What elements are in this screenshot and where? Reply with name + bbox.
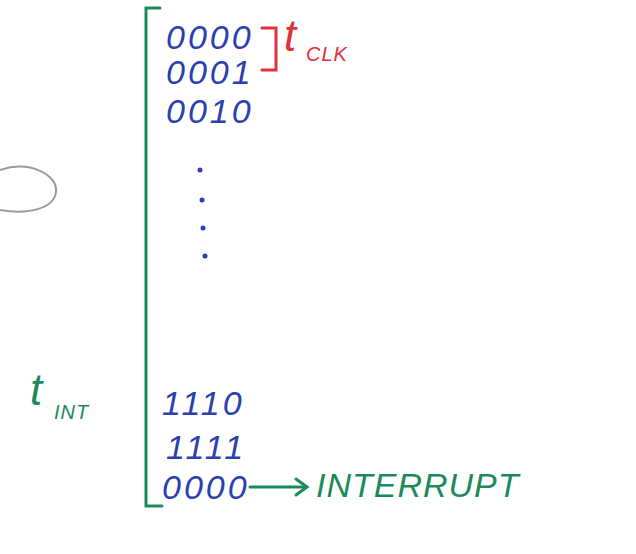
binary-count: 0001 xyxy=(166,55,254,89)
binary-count: 0010 xyxy=(166,94,254,128)
punch-hole xyxy=(0,167,56,212)
ellipsis-dots xyxy=(198,168,208,259)
interval-bracket xyxy=(146,8,162,506)
interrupt-label: INTERRUPT xyxy=(316,468,520,502)
clock-subscript: CLK xyxy=(306,44,348,64)
interval-subscript: INT xyxy=(54,402,89,422)
binary-count: 1111 xyxy=(166,430,246,464)
binary-count: 0000 xyxy=(166,20,254,54)
clock-period-symbol: t xyxy=(284,14,296,58)
binary-count: 1110 xyxy=(162,386,245,420)
binary-count: 0000 xyxy=(162,470,250,504)
interval-symbol: t xyxy=(30,368,42,412)
clock-bracket xyxy=(262,28,276,70)
interrupt-arrow xyxy=(250,479,307,495)
